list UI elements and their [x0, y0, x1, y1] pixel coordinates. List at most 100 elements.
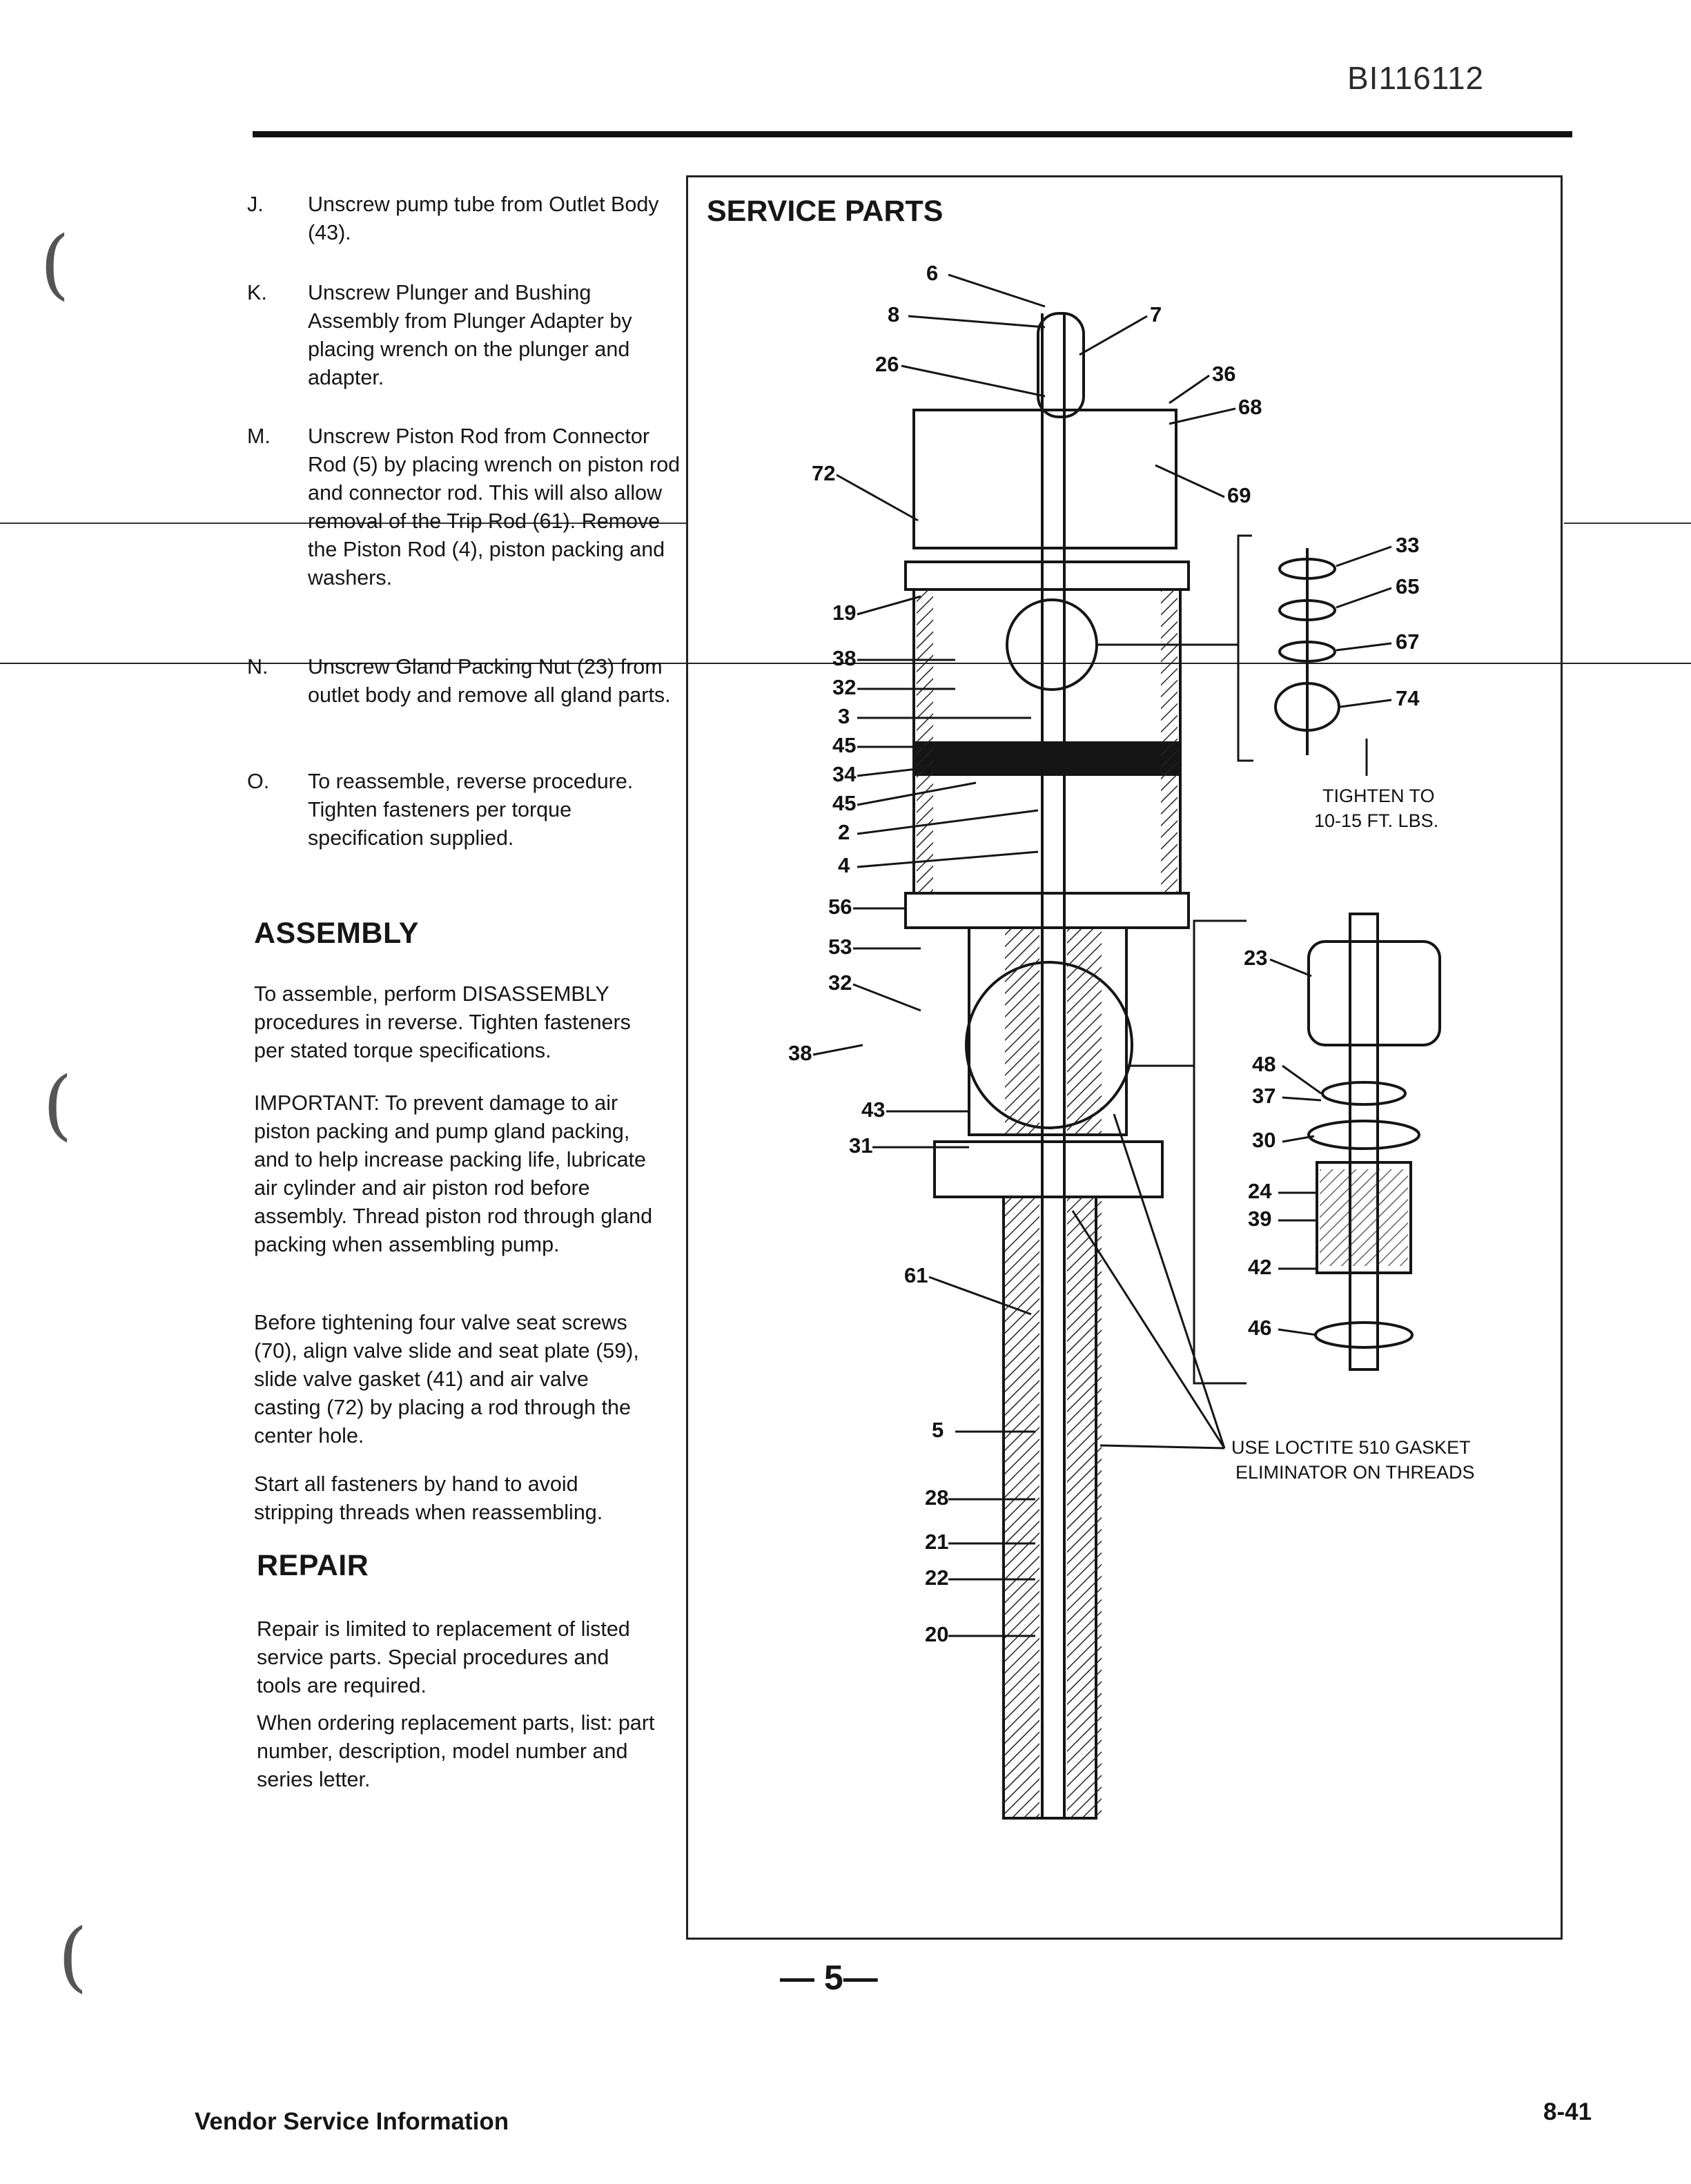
- callout-label: 48: [1252, 1052, 1275, 1076]
- cylinder-head: [904, 560, 1190, 591]
- callout-label: 24: [1248, 1179, 1272, 1203]
- step-j: J. Unscrew pump tube from Outlet Body (43…: [247, 191, 694, 247]
- callout-label: 53: [828, 935, 852, 959]
- step-text: Unscrew pump tube from Outlet Body (43).: [308, 193, 659, 244]
- callout-label: 45: [832, 733, 856, 757]
- step-n: N. Unscrew Gland Packing Nut (23) from ou…: [247, 653, 685, 710]
- callout-label: 72: [812, 461, 835, 485]
- detail-circle-gland: [965, 961, 1133, 1129]
- callout-labels-left: 6 8 26 72 19 38 32 3 45 34 45 2 4 56 53 …: [788, 261, 948, 1646]
- scan-line: [0, 523, 686, 524]
- service-parts-panel: [686, 175, 1563, 1940]
- loctite-note: ELIMINATOR ON THREADS: [1235, 1462, 1475, 1483]
- callout-label: 28: [925, 1485, 948, 1510]
- callout-label: 19: [832, 601, 856, 625]
- callout-label: 43: [861, 1098, 885, 1122]
- callout-label: 20: [925, 1622, 948, 1646]
- repair-heading: REPAIR: [257, 1549, 369, 1582]
- pump-tube-hatch: [1067, 1197, 1102, 1818]
- callout-label: 33: [1396, 533, 1419, 557]
- pump-exploded-diagram: 6 8 26 72 19 38 32 3 45 34 45 2 4 56 53 …: [788, 261, 1475, 1820]
- repair-paragraph: When ordering replacement parts, list: p…: [257, 1711, 655, 1791]
- assembly-heading: ASSEMBLY: [254, 917, 419, 950]
- header-rule: [253, 131, 1572, 137]
- callout-label: 22: [925, 1566, 948, 1590]
- scan-line: [1564, 523, 1691, 524]
- step-letter: K.: [247, 281, 267, 304]
- margin-mark: (: [40, 220, 70, 308]
- callout-label: 74: [1396, 686, 1420, 710]
- footer-page-code: 8-41: [1543, 2098, 1592, 2125]
- outlet-body-hatch: [1005, 928, 1039, 1135]
- callout-label: 21: [925, 1530, 948, 1554]
- pump-body: [904, 312, 1190, 1820]
- step-letter: N.: [247, 655, 268, 679]
- callout-label: 65: [1396, 574, 1419, 598]
- torque-note: 10-15 FT. LBS.: [1314, 810, 1438, 831]
- loctite-leaders: [1071, 1113, 1226, 1450]
- callout-label: 3: [838, 704, 850, 728]
- step-text: Unscrew Gland Packing Nut (23) from outl…: [308, 655, 671, 707]
- margin-mark: (: [58, 1912, 88, 2000]
- document-id: BI116112: [1347, 60, 1485, 96]
- callout-label: 68: [1238, 395, 1262, 419]
- outlet-body: [968, 926, 1128, 1136]
- cylinder-base: [904, 892, 1190, 929]
- callout-label: 34: [832, 762, 857, 786]
- step-text: Unscrew Plunger and Bushing Assembly fro…: [308, 281, 632, 389]
- callout-label: 67: [1396, 630, 1419, 654]
- leader-lines-right: [1079, 315, 1236, 498]
- callout-label: 32: [832, 675, 856, 699]
- assembly-important: IMPORTANT: To prevent damage to air pist…: [254, 1091, 653, 1256]
- callout-labels-right: 7 36 68 69: [1150, 302, 1262, 507]
- callout-label: 30: [1252, 1128, 1275, 1152]
- callout-label: 2: [838, 820, 850, 844]
- valve-detail-bracket: [1237, 534, 1253, 762]
- callout-label: 31: [849, 1133, 872, 1158]
- step-letter: J.: [247, 193, 264, 216]
- callout-label: 38: [788, 1041, 812, 1065]
- gland-detail-bracket: [1193, 919, 1247, 1385]
- torque-note: TIGHTEN TO: [1322, 786, 1435, 806]
- leader-lines-left: [812, 273, 1046, 1637]
- repair-paragraph: Repair is limited to replacement of list…: [257, 1617, 630, 1697]
- footer-title: Vendor Service Information: [195, 2108, 509, 2135]
- callout-label: 23: [1244, 946, 1267, 970]
- callout-label: 45: [832, 791, 856, 815]
- callout-label: 36: [1212, 362, 1235, 386]
- outlet-body-hatch: [1067, 928, 1102, 1135]
- air-valve-casting: [912, 409, 1177, 549]
- callout-label: 42: [1248, 1255, 1271, 1279]
- callout-label: 46: [1248, 1316, 1271, 1340]
- callout-label: 32: [828, 971, 852, 995]
- callout-label: 39: [1248, 1207, 1271, 1231]
- detail-circle-valve: [1006, 598, 1098, 691]
- loctite-note: USE LOCTITE 510 GASKET: [1231, 1437, 1471, 1458]
- service-parts-title: SERVICE PARTS: [707, 195, 944, 228]
- gland-callout-labels: 23 48 37 30 24 39 42 46: [1244, 946, 1275, 1340]
- step-text: Unscrew Piston Rod from Connector Rod (5…: [308, 425, 681, 589]
- cylinder-wall-hatch: [1161, 589, 1177, 893]
- step-letter: M.: [247, 425, 271, 448]
- valve-callout-labels: 33 65 67 74: [1396, 533, 1420, 710]
- page-number: — 5—: [780, 1958, 878, 1997]
- callout-label: 69: [1227, 483, 1251, 507]
- callout-label: 56: [828, 895, 852, 919]
- callout-label: 7: [1150, 302, 1162, 326]
- margin-mark: (: [43, 1060, 72, 1149]
- step-k: K. Unscrew Plunger and Bushing Assembly f…: [247, 279, 681, 392]
- assembly-paragraph: To assemble, perform DISASSEMBLY procedu…: [254, 982, 631, 1062]
- step-text: To reassemble, reverse procedure. Tighte…: [308, 770, 634, 850]
- step-m: M. Unscrew Piston Rod from Connector Rod …: [247, 422, 685, 592]
- cylinder-wall-hatch: [917, 589, 933, 893]
- assembly-paragraph: Start all fasteners by hand to avoid str…: [254, 1472, 603, 1524]
- pump-cap: [1037, 312, 1085, 418]
- callout-label: 5: [932, 1418, 944, 1442]
- gland-stack-detail: [1307, 913, 1441, 1371]
- assembly-paragraph: Before tightening four valve seat screws…: [254, 1311, 639, 1447]
- scan-line: [0, 663, 1691, 664]
- callout-label: 6: [926, 261, 938, 285]
- valve-stack-detail: [1274, 548, 1340, 755]
- callout-label: 26: [875, 352, 899, 376]
- callout-label: 61: [904, 1263, 928, 1287]
